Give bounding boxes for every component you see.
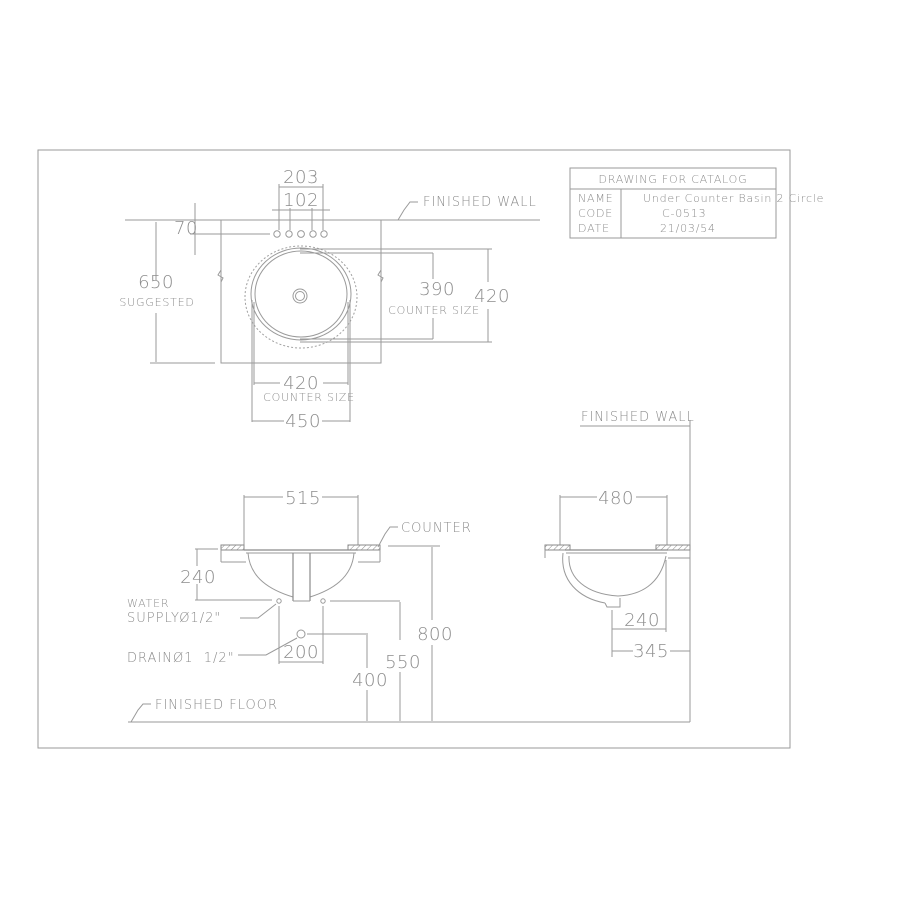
title-block-header: DRAWING FOR CATALOG [599, 173, 748, 186]
plan-dim-420-right: 420 [474, 286, 510, 307]
front-dim-240: 240 [180, 567, 216, 588]
front-water-supply-line1: WATER [127, 597, 169, 610]
title-block-code-value: C-0513 [662, 207, 706, 220]
plan-dim-420-bottom: 420 [283, 373, 319, 394]
side-view: FINISHED WALL 480 240 345 [544, 410, 695, 722]
front-dim-800: 800 [417, 624, 453, 645]
front-view: 515 COUNTER 240 WATER SUPPLYØ1/2" [127, 488, 690, 723]
side-dim-345: 345 [633, 641, 669, 662]
plan-finished-wall-label: FINISHED WALL [423, 195, 537, 210]
front-dim-400: 400 [352, 670, 388, 691]
plan-suggested-label: SUGGESTED [119, 296, 194, 309]
side-finished-wall-label: FINISHED WALL [581, 410, 695, 425]
title-block-name-value: Under Counter Basin 2 Circle [643, 192, 824, 205]
plan-dim-203: 203 [283, 167, 319, 188]
plan-dim-70: 70 [174, 218, 198, 239]
plan-dim-102: 102 [283, 190, 319, 211]
plan-view: FINISHED WALL 203 102 70 650 SUGGESTED [119, 167, 540, 432]
front-dim-515: 515 [285, 488, 321, 509]
front-dim-550: 550 [385, 652, 421, 673]
front-drain-label: DRAINØ1 1/2" [127, 651, 235, 666]
drawing-frame [37, 149, 791, 749]
plan-counter-size-bottom: COUNTER SIZE [263, 391, 355, 404]
title-block-date-label: DATE [578, 222, 610, 235]
title-block-date-value: 21/03/54 [660, 222, 716, 235]
plan-counter-size-right: COUNTER SIZE [388, 304, 480, 317]
plan-dim-450: 450 [285, 411, 321, 432]
plan-dim-650: 650 [138, 272, 174, 293]
front-dim-200: 200 [283, 642, 319, 663]
side-dim-240: 240 [624, 610, 660, 631]
plan-dim-390: 390 [419, 279, 455, 300]
front-counter-label: COUNTER [401, 521, 472, 536]
front-water-supply-line2: SUPPLYØ1/2" [127, 611, 221, 626]
front-finished-floor-label: FINISHED FLOOR [155, 698, 278, 713]
title-block: DRAWING FOR CATALOG NAME Under Counter B… [569, 167, 824, 239]
title-block-code-label: CODE [578, 207, 613, 220]
title-block-name-label: NAME [578, 192, 613, 205]
side-dim-480: 480 [598, 488, 634, 509]
